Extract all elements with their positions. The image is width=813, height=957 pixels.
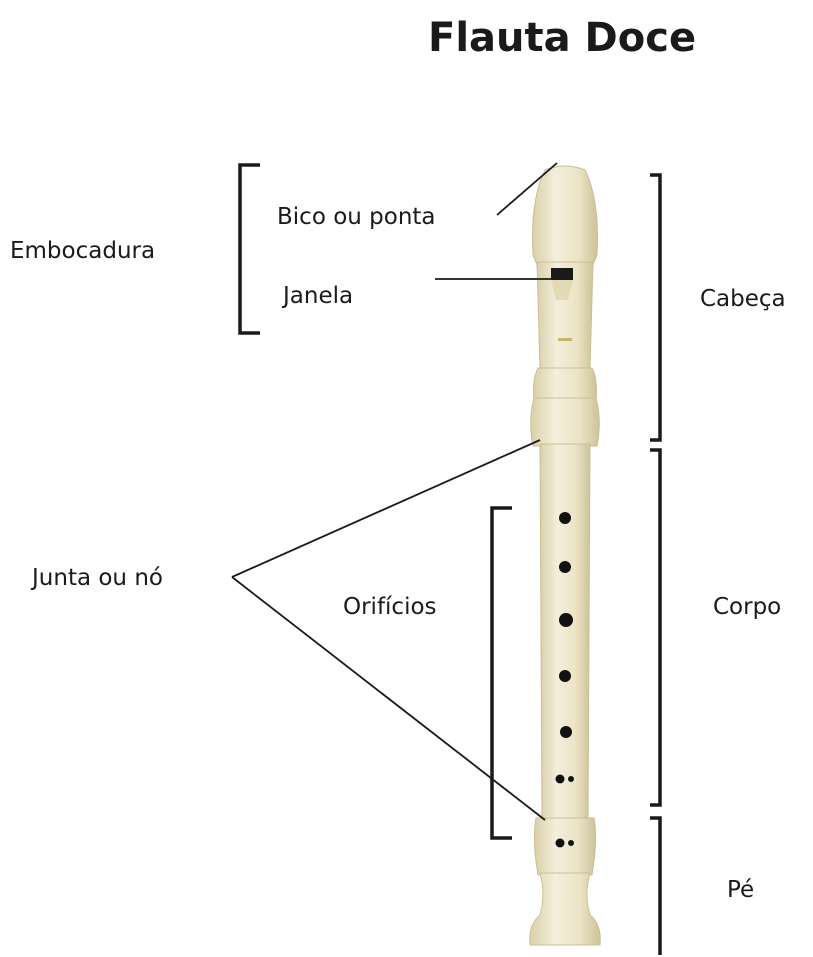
bracket-cabeca [650, 175, 660, 440]
recorder-foot-bell [530, 873, 601, 945]
finger-hole [568, 840, 574, 846]
finger-hole [560, 726, 572, 738]
recorder-logo-mark [558, 338, 572, 341]
label-orificios: Orifícios [343, 592, 437, 622]
label-pe: Pé [727, 875, 754, 905]
recorder-joint-bulge [531, 398, 600, 446]
label-junta: Junta ou nó [32, 563, 163, 593]
finger-hole [568, 776, 574, 782]
recorder-mouthpiece [533, 166, 598, 265]
recorder-foot-joint [534, 818, 595, 875]
recorder-body-tube [540, 444, 590, 820]
label-cabeca: Cabeça [700, 284, 786, 314]
label-embocadura: Embocadura [10, 236, 155, 266]
recorder-illustration [530, 166, 601, 945]
bracket-corpo [650, 450, 660, 805]
bracket-embocadura [240, 165, 260, 333]
bracket-orificios [492, 508, 512, 838]
finger-hole [559, 561, 571, 573]
label-bico: Bico ou ponta [277, 202, 436, 232]
label-corpo: Corpo [713, 592, 781, 622]
finger-hole [559, 613, 573, 627]
finger-hole [559, 512, 571, 524]
bracket-pe [650, 818, 660, 955]
recorder-head-ring [534, 368, 597, 400]
finger-hole [556, 839, 565, 848]
finger-hole [556, 775, 565, 784]
finger-hole [559, 670, 571, 682]
label-janela: Janela [283, 281, 353, 311]
